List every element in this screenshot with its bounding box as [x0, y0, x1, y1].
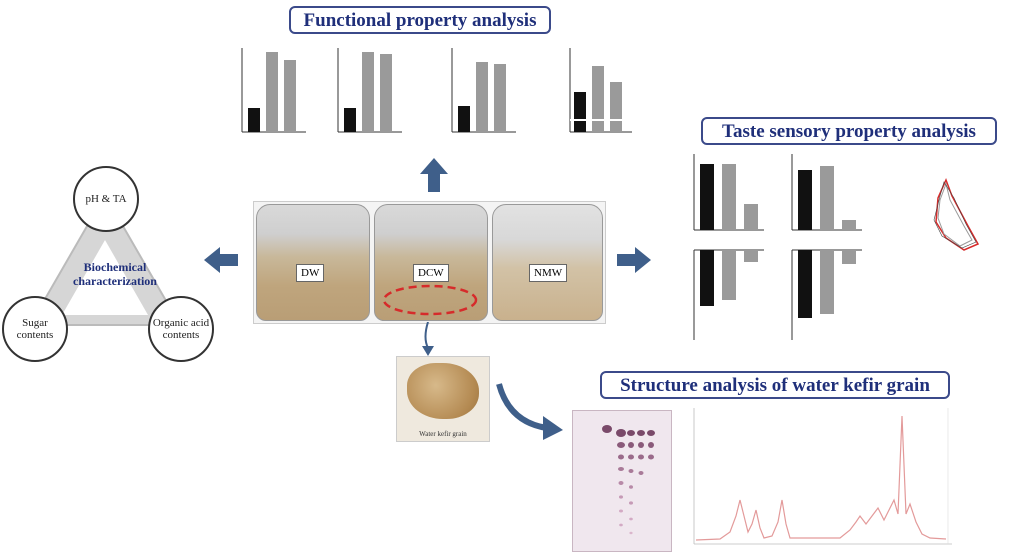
arrow-right-icon — [617, 247, 651, 273]
functional-charts — [241, 48, 632, 133]
taste-chart-3 — [693, 249, 764, 340]
arrow-up-icon — [420, 158, 448, 192]
tlc-plate — [572, 410, 672, 552]
circle-ph-ta-label: pH & TA — [85, 193, 127, 205]
jar-nmw — [492, 204, 603, 321]
functional-chart-3 — [451, 48, 516, 133]
taste-charts — [693, 154, 862, 340]
dashed-ellipse — [382, 284, 478, 316]
biochem-triangle — [28, 192, 182, 326]
chromatogram — [693, 408, 952, 545]
jars-photo: DW DCW NMW — [253, 201, 606, 324]
arrow-left-icon — [204, 247, 238, 273]
grain-caption: Water kefir grain — [419, 430, 467, 438]
grain-blob — [407, 363, 479, 419]
taste-chart-1 — [693, 154, 764, 231]
functional-chart-2 — [337, 48, 402, 133]
functional-chart-1 — [241, 48, 306, 133]
circle-sugar: Sugar contents — [2, 296, 68, 362]
circle-organic-acid-label: Organic acid contents — [152, 317, 210, 341]
circle-organic-acid: Organic acid contents — [148, 296, 214, 362]
biochem-label: Biochemical characterization — [73, 260, 157, 288]
circle-ph-ta: pH & TA — [73, 166, 139, 232]
structure-title: Structure analysis of water kefir grain — [600, 371, 950, 399]
functional-title: Functional property analysis — [289, 6, 551, 34]
jar-label-dw: DW — [296, 264, 325, 282]
jar-dw — [256, 204, 370, 321]
taste-chart-4 — [791, 249, 862, 340]
functional-chart-4 — [569, 48, 632, 133]
circle-sugar-label: Sugar contents — [16, 317, 54, 341]
radar-chart — [933, 178, 980, 251]
curved-arrow-icon — [496, 383, 563, 440]
tlc-spots — [602, 425, 655, 535]
small-down-arrow-icon — [422, 322, 434, 356]
grain-photo: Water kefir grain — [396, 356, 490, 442]
taste-title: Taste sensory property analysis — [701, 117, 997, 145]
taste-chart-2 — [791, 154, 862, 231]
jar-dcw — [374, 204, 488, 321]
jar-label-nmw: NMW — [529, 264, 568, 282]
jar-label-dcw: DCW — [413, 264, 449, 282]
